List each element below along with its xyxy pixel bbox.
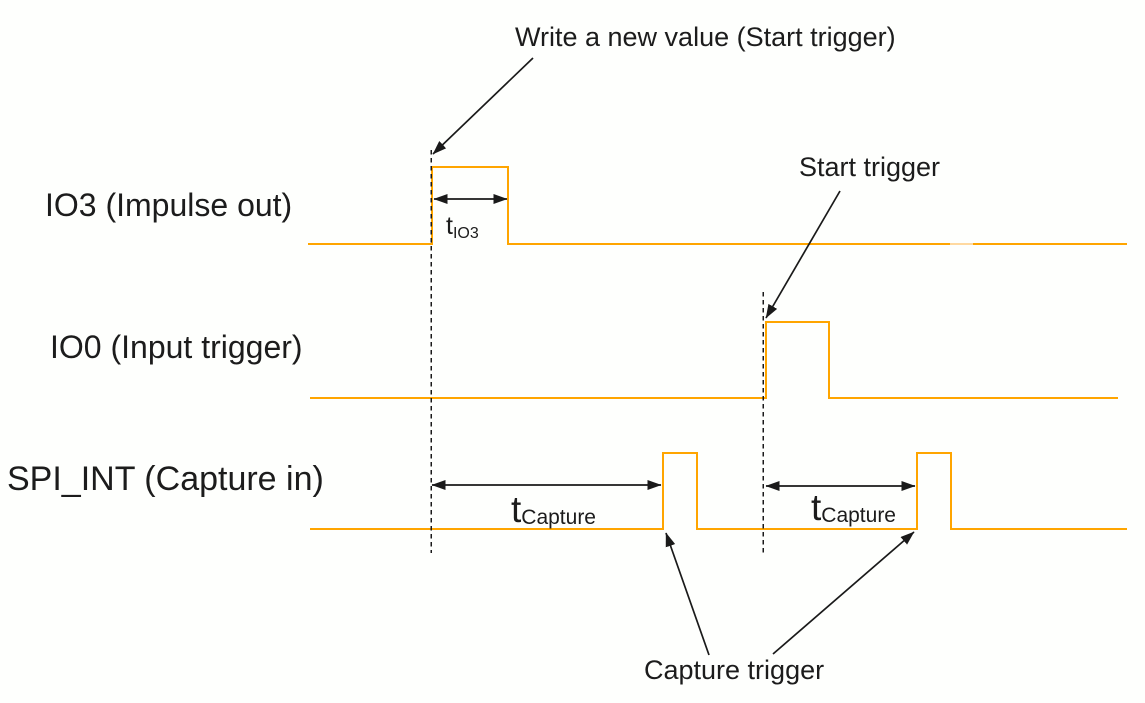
t-capture2-main: t xyxy=(811,487,822,528)
t-capture1-sub: Capture xyxy=(521,506,596,529)
capture-trigger-label: Capture trigger xyxy=(644,655,825,685)
t-capture2-timing-label: tCapture xyxy=(811,489,896,526)
waveform-SPI_INT xyxy=(310,452,1127,530)
t-capture2-sub: Capture xyxy=(821,504,896,527)
waveform-IO3 xyxy=(308,166,1127,245)
t-io3-main: t xyxy=(446,212,453,240)
start-trigger-label: Start trigger xyxy=(799,152,941,182)
waveform-IO0 xyxy=(310,321,1118,399)
signal-label-spi-int: SPI_INT (Capture in) xyxy=(7,460,324,498)
t-capture1-timing-label: tCapture xyxy=(511,491,596,528)
signal-label-io0: IO0 (Input trigger) xyxy=(50,329,303,365)
capture-trigger-arrow-1 xyxy=(665,532,710,656)
write-value-arrow xyxy=(432,57,534,155)
write-new-value-label: Write a new value (Start trigger) xyxy=(515,22,896,52)
capture-trigger-arrow-2 xyxy=(772,531,915,655)
start-trigger-arrow xyxy=(765,190,841,319)
t-capture1-main: t xyxy=(511,489,522,530)
t-io3-sub: IO3 xyxy=(452,225,479,242)
t-io3-timing-label: tIO3 xyxy=(446,212,479,242)
signal-label-io3: IO3 (Impulse out) xyxy=(45,187,293,223)
